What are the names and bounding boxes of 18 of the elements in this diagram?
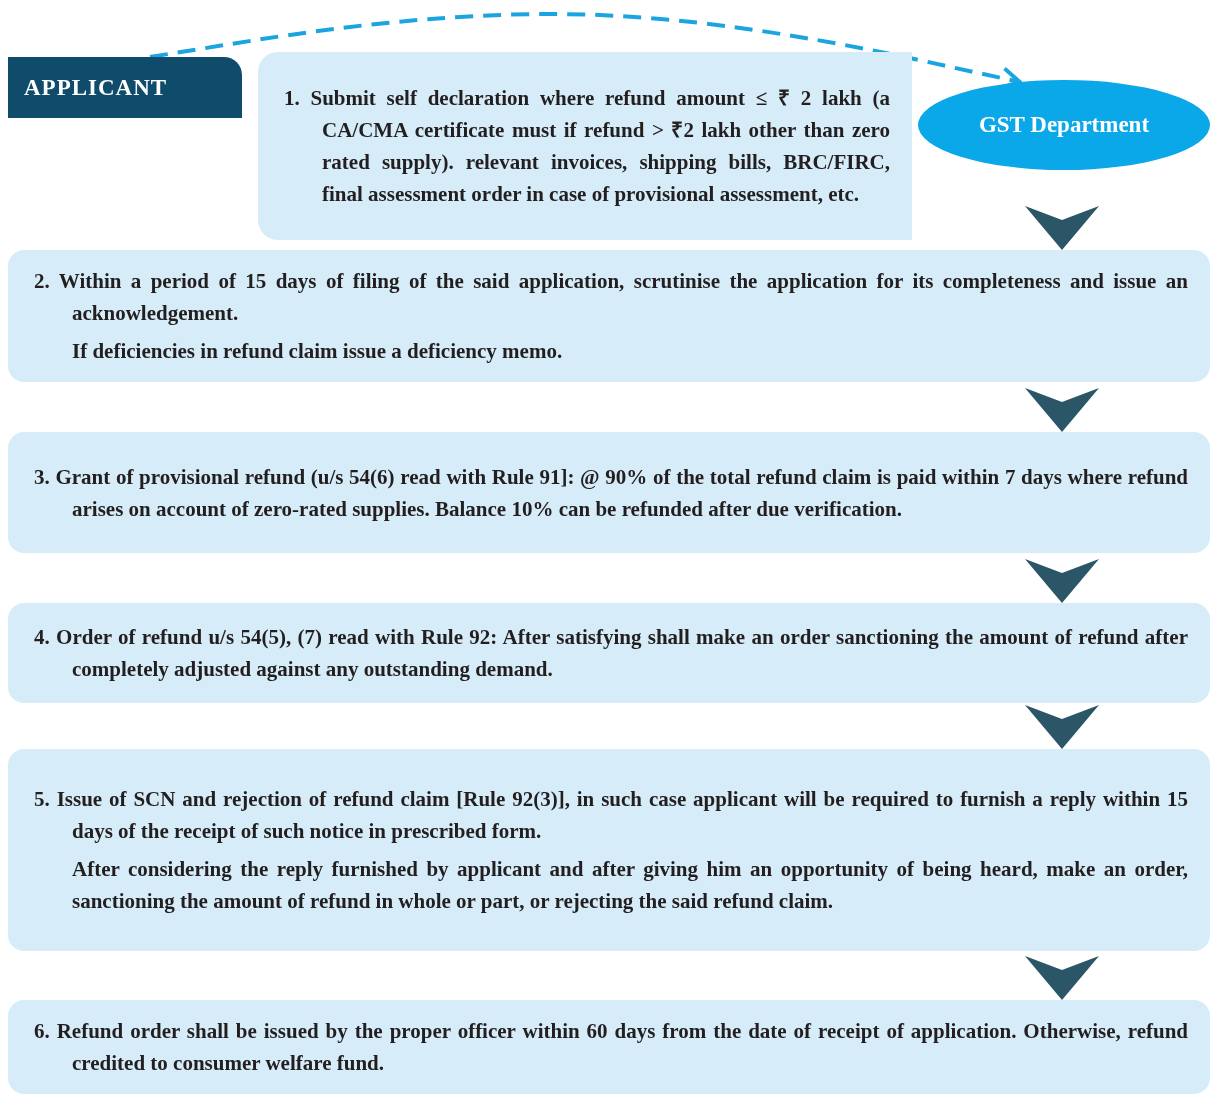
step-text: 3. Grant of provisional refund (u/s 54(6) read with Rule 91]: @ 90% of the total refund claim is paid within 7 days where refund arises on account of zero-rated supplies. Balance 10% can be refunded after due verification. <box>34 463 1188 523</box>
down-arrow <box>1025 703 1099 749</box>
department-label: GST Department <box>978 112 1150 138</box>
role-tab <box>8 57 242 118</box>
step-box <box>8 432 1210 553</box>
step-text: 4. Order of refund u/s 54(5), (7) read with Rule 92: After satisfying shall make an order sanctioning the amount of refund after completely adjusted against any outstanding demand. <box>34 624 1188 683</box>
step-text: After considering the reply furnished by applicant and after giving him an opportunity of being heard, make an order, sanctioning the amount of refund in whole or part, or rejecting the said refund claim. <box>71 856 1188 915</box>
step-text: If deficiencies in refund claim issue a deficiency memo. <box>71 338 564 365</box>
step-text: 2. Within a period of 15 days of filing of the said application, scrutinise the application for its completeness and issue an acknowledgement. <box>34 268 1188 327</box>
step-box <box>8 603 1210 703</box>
role-label: APPLICANT <box>24 74 169 101</box>
step-box <box>8 250 1210 382</box>
step-text: 6. Refund order shall be issued by the proper officer within 60 days from the date of receipt of application. Otherwise, refund credited to consumer welfare fund. <box>34 1018 1188 1077</box>
step-box <box>8 749 1210 951</box>
step-text: 1. Submit self declaration where refund amount ≤ ₹ 2 lakh (a CA/CMA certificate must if refund > ₹2 lakh other than zero rated supply). relevant invoices, shipping bills, BRC/FIRC, final assessment order in case of provisional assessment, etc. <box>284 85 890 208</box>
step-box <box>258 52 912 240</box>
step-text: 5. Issue of SCN and rejection of refund claim [Rule 92(3)], in such case applicant will be required to furnish a reply within 15 days of the receipt of such notice in prescribed form. <box>34 786 1188 845</box>
step-box <box>8 1000 1210 1094</box>
